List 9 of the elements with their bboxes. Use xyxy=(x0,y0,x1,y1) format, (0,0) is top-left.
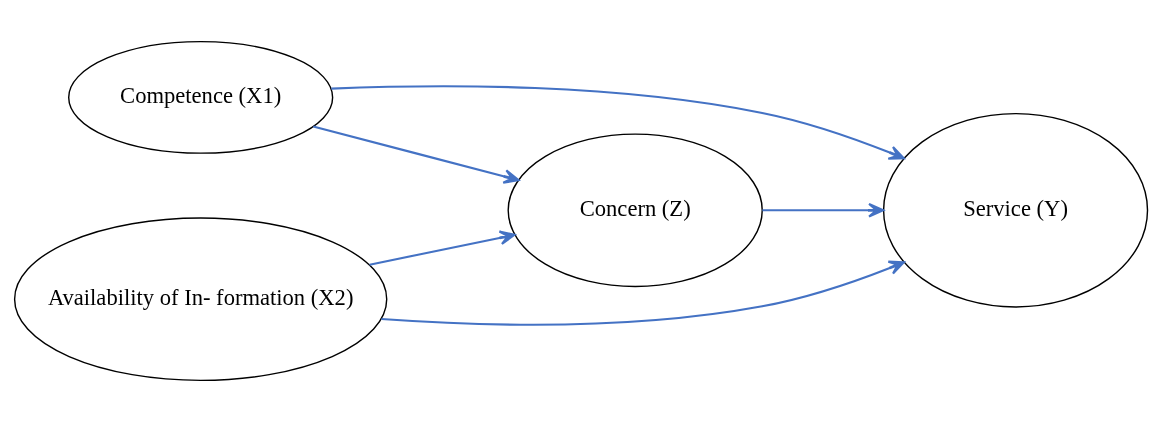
arrow xyxy=(313,125,520,184)
arrow xyxy=(369,230,516,266)
node-ellipse: Competence (X1) xyxy=(68,40,334,154)
arrow xyxy=(331,85,905,160)
node-ellipse: Concern (Z) xyxy=(507,133,763,288)
node-ellipse: Availability of In- formation (X2) xyxy=(13,217,388,382)
node-ellipse: Service (Y) xyxy=(882,112,1149,308)
arrow xyxy=(762,202,885,218)
arrow xyxy=(381,260,905,326)
